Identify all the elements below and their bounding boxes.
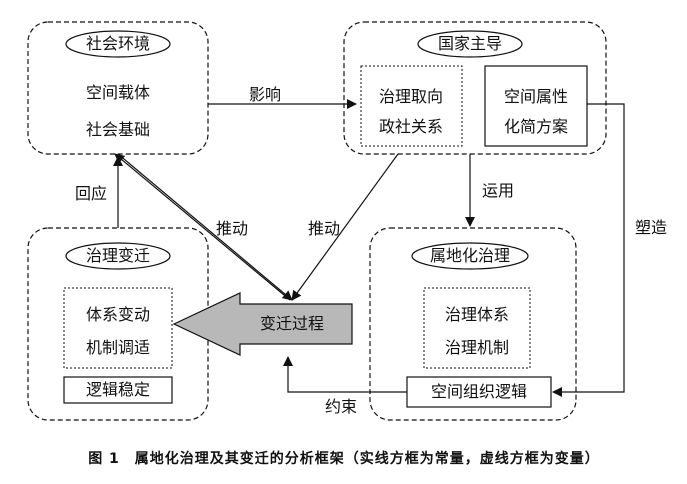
change-item: 机制调适 — [85, 338, 151, 357]
orientation-item: 治理取向 — [378, 87, 444, 106]
territorial-box — [369, 227, 577, 421]
spatial-plan-box — [484, 65, 588, 147]
respond-label: 回应 — [75, 184, 108, 203]
governance-change-ellipse — [65, 242, 171, 270]
shape-arrow — [552, 103, 625, 397]
territorial-item: 治理体系 — [444, 305, 510, 324]
spatial-plan-item: 空间属性 — [503, 87, 569, 106]
figure-caption: 图 1 属地化治理及其变迁的分析框架（实线方框为常量，虚线方框为变量） — [88, 451, 600, 467]
stable-box — [63, 376, 173, 404]
push-from-env-arrow — [117, 153, 293, 301]
influence-label: 影响 — [248, 85, 282, 104]
territorial-ellipse — [411, 242, 529, 270]
push-label-right: 推动 — [308, 219, 341, 238]
governance-change-box — [27, 227, 209, 421]
stable-label: 逻辑稳定 — [85, 380, 151, 399]
territorial-item: 治理机制 — [444, 338, 510, 357]
constrain-label: 约束 — [325, 397, 358, 416]
social-env-item: 空间载体 — [85, 83, 151, 102]
change-items-box — [63, 287, 173, 369]
constrain-arrow — [283, 356, 407, 393]
social-env-item: 社会基础 — [85, 120, 151, 139]
push-label-left: 推动 — [216, 219, 249, 238]
orientation-box — [360, 65, 463, 147]
process-label: 变迁过程 — [259, 314, 325, 333]
process-arrow — [172, 292, 353, 356]
state-led-title: 国家主导 — [437, 34, 503, 53]
logic-label: 空间组织逻辑 — [430, 382, 528, 401]
spatial-plan-item: 化简方案 — [503, 117, 569, 136]
social-env-title: 社会环境 — [85, 34, 151, 53]
apply-label: 运用 — [482, 181, 515, 200]
governance-change-title: 治理变迁 — [85, 246, 151, 265]
territorial-items-box — [423, 287, 531, 369]
shape-label: 塑造 — [635, 218, 668, 237]
territorial-title: 属地化治理 — [429, 246, 511, 265]
change-item: 体系变动 — [85, 305, 151, 324]
social-env-ellipse — [65, 30, 171, 58]
state-led-box — [343, 21, 607, 155]
orientation-item: 政社关系 — [378, 117, 444, 136]
state-led-ellipse — [417, 30, 523, 58]
push-from-state-arrow — [291, 153, 399, 301]
push-back-arrow — [114, 153, 291, 301]
